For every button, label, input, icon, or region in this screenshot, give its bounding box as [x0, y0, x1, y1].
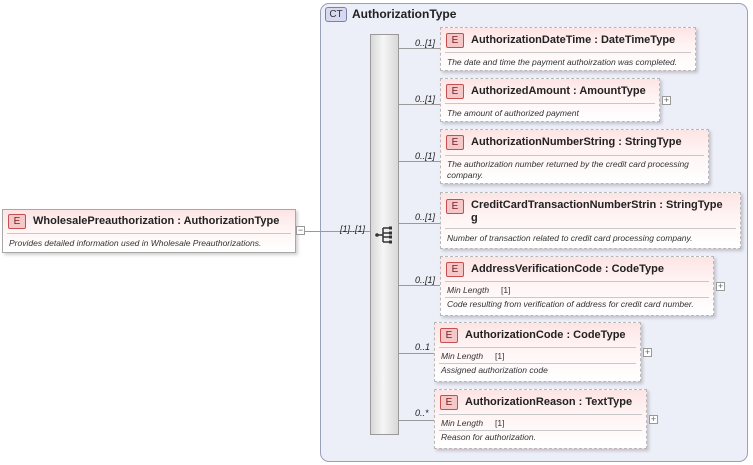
facet-label: Min Length — [447, 285, 490, 295]
element-name: AuthorizationDateTime : DateTimeType — [471, 34, 676, 46]
separator — [7, 233, 291, 234]
separator — [445, 103, 655, 104]
root-element[interactable]: E WholesalePreauthorization : Authorizat… — [2, 209, 296, 253]
complex-type-title: AuthorizationType — [352, 7, 457, 21]
element-authorization-date-time[interactable]: E AuthorizationDateTime : DateTimeType T… — [440, 27, 696, 71]
element-doc: The date and time the payment authoirzat… — [447, 57, 678, 67]
element-badge: E — [446, 199, 464, 214]
sequence-compositor[interactable] — [370, 34, 399, 435]
facet-value: [1] — [495, 351, 505, 361]
element-name: AuthorizationNumberString : StringType — [471, 136, 682, 148]
root-connector — [305, 231, 370, 232]
separator — [439, 347, 636, 348]
expand-toggle[interactable]: + — [662, 95, 671, 105]
connector-line — [399, 353, 434, 354]
element-doc: Number of transaction related to credit … — [447, 233, 693, 243]
element-doc: Reason for authorization. — [441, 432, 536, 442]
expand-toggle[interactable]: + — [649, 414, 658, 424]
expand-toggle[interactable]: + — [643, 347, 652, 357]
element-authorization-code[interactable]: E AuthorizationCode : CodeType Min Lengt… — [434, 322, 641, 382]
element-doc: Assigned authorization code — [441, 365, 548, 375]
connector-line — [399, 161, 440, 162]
element-name-line1: CreditCardTransactionNumberStrin : Strin… — [471, 199, 723, 211]
cardinality-label: 0..* — [415, 408, 429, 418]
element-name-line2: g — [471, 212, 478, 224]
element-authorization-number-string[interactable]: E AuthorizationNumberString : StringType… — [440, 129, 709, 184]
separator — [439, 363, 636, 364]
element-badge: E — [440, 395, 458, 410]
cardinality-label: 0..[1] — [415, 38, 436, 48]
element-badge: E — [440, 328, 458, 343]
facet-value: [1] — [501, 285, 511, 295]
connector-line — [399, 104, 440, 105]
element-doc: The authorization number returned by the… — [447, 159, 689, 180]
cardinality-label: 0..[1] — [415, 275, 436, 285]
separator — [445, 228, 736, 229]
expand-toggle[interactable]: + — [716, 281, 725, 291]
element-address-verification-code[interactable]: E AddressVerificationCode : CodeType Min… — [440, 256, 714, 316]
element-name: AuthorizationReason : TextType — [465, 396, 633, 408]
element-name: AuthorizedAmount : AmountType — [471, 85, 646, 97]
separator — [445, 281, 709, 282]
cardinality-label: 0..[1] — [415, 94, 436, 104]
root-cardinality: [1]..[1] — [340, 224, 366, 234]
element-doc: Code resulting from verification of addr… — [447, 299, 694, 309]
element-name: AddressVerificationCode : CodeType — [471, 263, 664, 275]
connector-line — [399, 48, 440, 49]
element-credit-card-transaction-number-string[interactable]: E CreditCardTransactionNumberStrin : Str… — [440, 192, 741, 249]
cardinality-label: 0..1 — [415, 342, 431, 352]
separator — [445, 297, 709, 298]
connector-line — [399, 223, 440, 224]
sequence-icon — [375, 226, 392, 244]
collapse-toggle[interactable]: − — [296, 225, 305, 235]
element-authorization-reason[interactable]: E AuthorizationReason : TextType Min Len… — [434, 389, 647, 449]
element-authorized-amount[interactable]: E AuthorizedAmount : AmountType The amou… — [440, 78, 660, 122]
separator — [445, 155, 704, 156]
element-badge: E — [8, 214, 26, 229]
facet-label: Min Length — [441, 418, 484, 428]
complex-type-badge: CT — [325, 7, 347, 22]
element-name: AuthorizationCode : CodeType — [465, 329, 626, 341]
connector-line — [399, 285, 440, 286]
separator — [445, 52, 691, 53]
element-badge: E — [446, 262, 464, 277]
cardinality-label: 0..[1] — [415, 151, 436, 161]
element-badge: E — [446, 84, 464, 99]
facet-label: Min Length — [441, 351, 484, 361]
root-element-doc: Provides detailed information used in Wh… — [9, 238, 262, 248]
element-badge: E — [446, 135, 464, 150]
element-badge: E — [446, 33, 464, 48]
connector-line — [399, 420, 434, 421]
cardinality-label: 0..[1] — [415, 212, 436, 222]
element-doc: The amount of authorized payment — [447, 108, 579, 118]
facet-value: [1] — [495, 418, 505, 428]
separator — [439, 414, 642, 415]
root-element-name: WholesalePreauthorization : Authorizatio… — [33, 215, 280, 227]
separator — [439, 430, 642, 431]
